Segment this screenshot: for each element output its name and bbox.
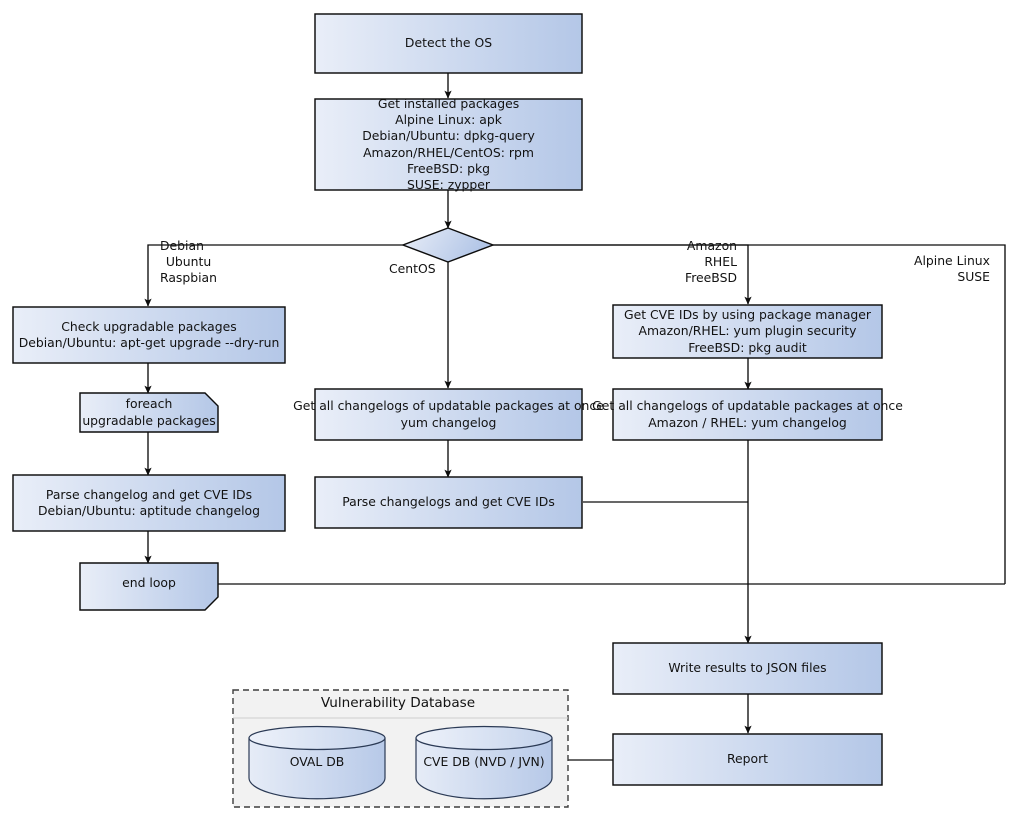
line: Alpine Linux [913,253,990,268]
node-os-decision [400,227,496,263]
node-check-upgradable [12,306,286,364]
oval-db-label: OVAL DB [289,753,345,769]
cve-db-label: CVE DB (NVD / JVN) [423,753,545,769]
node-foreach-loop [79,392,219,433]
node-changelogs-center [314,388,583,441]
branch-label-alpine: Alpine Linux SUSE [870,253,990,285]
node-end-loop [79,562,219,611]
node-report [612,733,883,786]
line: FreeBSD [685,270,737,286]
node-changelogs-right [612,388,883,441]
line: Amazon [686,238,737,253]
node-parse-changelog-left [12,474,286,532]
vuln-database-panel-title: Vulnerability Database [320,695,476,711]
line: RHEL [704,254,737,270]
branch-label-debian: Debian Ubuntu Raspbian [160,238,217,287]
oval-db-cylinder [248,725,386,800]
cve-db-cylinder [415,725,553,800]
line: Raspbian [160,270,218,286]
branch-label-amazon: Amazon RHEL FreeBSD [640,238,737,287]
node-detect-os [314,13,583,74]
line: SUSE [957,269,990,285]
node-parse-changelogs-center [314,476,583,529]
node-get-installed-packages [314,98,583,191]
line: Ubuntu [165,254,212,270]
line: Debian [160,238,204,253]
branch-label-centos: CentOS [389,261,436,277]
node-get-cve-pkgmgr [612,304,883,359]
node-write-json [612,642,883,695]
line: CentOS [389,261,436,276]
